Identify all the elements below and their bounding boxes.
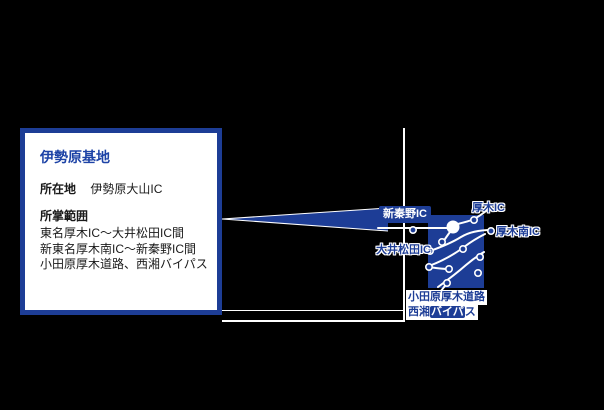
scope-line: 新東名厚木南IC〜新秦野IC間 [40,241,197,256]
base-info-box: 伊勢原基地 所在地 伊勢原大山IC 所掌範囲 東名厚木IC〜大井松田IC間 新東… [20,128,222,315]
location-label: 所在地 [40,182,77,196]
ic-dot [444,264,453,273]
interchange-dots [408,216,495,299]
map-label-seisho-part1: 西湘 [408,306,430,318]
map-label-atsugi-minami-ic: 厚木南IC [496,226,540,238]
scope-line: 東名厚木IC〜大井松田IC間 [40,226,185,240]
scope-label: 所掌範囲 [40,209,89,223]
ic-dot [442,278,451,287]
scope-line: 小田原厚木道路、西湘バイパス [40,257,208,271]
ic-dot [475,253,484,262]
ic-dot-oi-matsuda [425,247,434,256]
map-label-seisho-part3: ス [464,306,476,318]
callout-wedge-top-edge [221,207,389,220]
map-label-oi-matsuda-ic: 大井松田IC [376,244,431,256]
ic-dot-shin-hadano [408,226,417,235]
callout-wedge-bottom-edge [221,218,389,232]
location-value: 伊勢原大山IC [90,182,163,196]
map-label-shin-hadano-ic: 新秦野IC [379,206,431,223]
ic-dot-atsugi-minami [486,227,495,236]
ic-dot [424,262,433,271]
base-location-row: 所在地 伊勢原大山IC [40,180,217,197]
callout-wedge [222,208,388,231]
map-label-atsugi-ic: 厚木IC [472,202,505,214]
base-location-marker [446,220,460,234]
map-label-seisho-part2: バイパ [430,306,465,318]
ic-dot [473,268,482,277]
map-label-odawara-atsugi-road: 小田原厚木道路 [406,290,487,305]
base-title: 伊勢原基地 [40,149,110,165]
ic-dot [458,245,467,254]
map-label-seisho-bypass: 西湘バイパス [406,305,478,320]
road-shintomei [429,229,492,252]
ic-dot [437,238,446,247]
ic-dot-atsugi [469,216,478,225]
